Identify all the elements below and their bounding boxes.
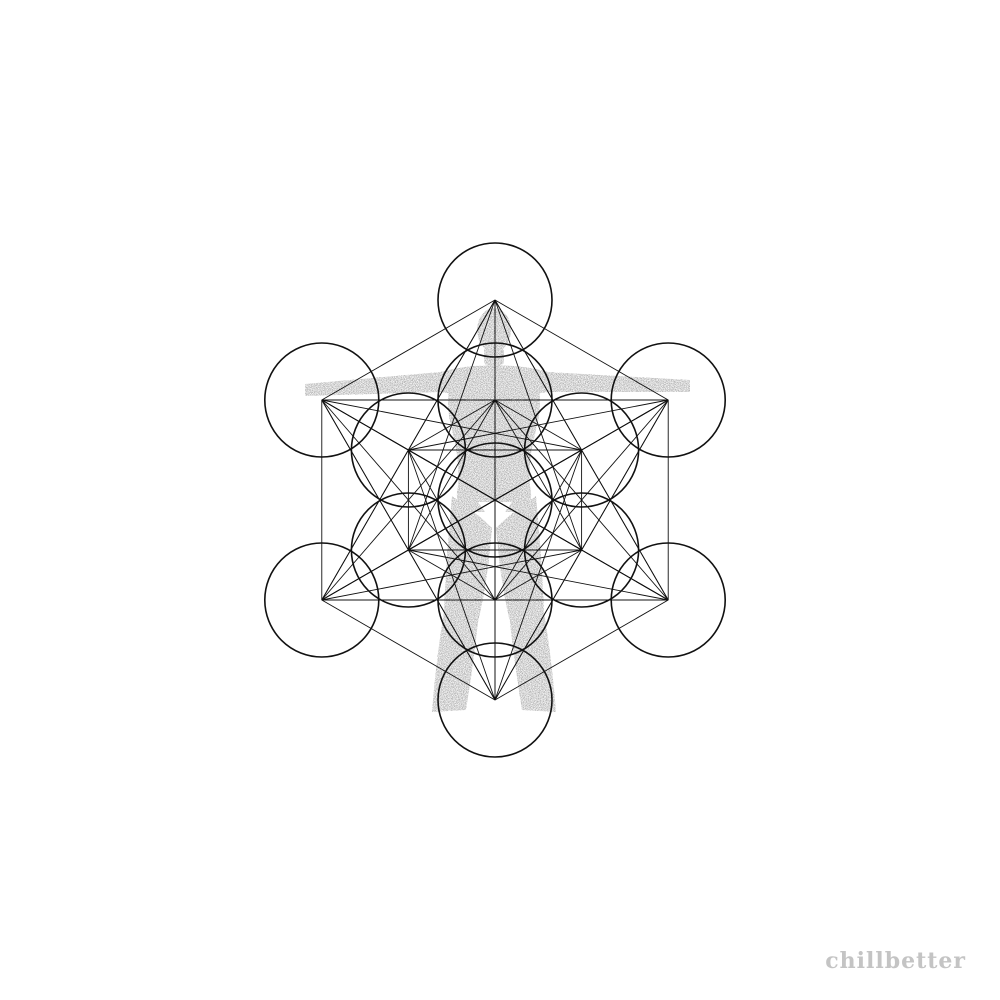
circle-outer-top [437, 242, 553, 358]
line-outer-top-to-outer-upper-right [494, 299, 669, 401]
connecting-lines [321, 299, 669, 701]
circle-outer-upper-right [610, 342, 727, 458]
circle-inner-lower-right [523, 492, 640, 608]
line-inner-lower-left-to-outer-top [407, 299, 496, 551]
circle-inner-upper-left [350, 392, 467, 508]
watermark-text: chillbetter [825, 948, 966, 974]
circle-inner-upper-right [523, 392, 640, 508]
line-inner-upper-left-to-outer-bottom [407, 449, 496, 701]
circle-inner-lower-left [350, 492, 467, 608]
line-inner-bottom-to-outer-upper-right [494, 399, 669, 601]
circle-center [437, 442, 553, 558]
line-outer-lower-right-to-outer-upper-left [321, 399, 669, 601]
line-outer-lower-right-to-outer-bottom [494, 599, 669, 701]
circle-outer-lower-right [610, 542, 727, 658]
sacred-geometry-circles [263, 242, 727, 758]
figure-right-leg [496, 496, 556, 712]
line-inner-lower-left-to-outer-lower-right [408, 549, 669, 601]
circle-outer-upper-left [263, 342, 380, 458]
line-outer-top-to-outer-upper-left [321, 299, 496, 401]
line-inner-upper-left-to-outer-upper-right [408, 399, 669, 451]
figure-neck [484, 346, 504, 366]
figure-head [477, 308, 511, 352]
figure-torso [448, 368, 540, 512]
circle-outer-bottom [437, 642, 553, 758]
circle-inner-bottom [437, 542, 553, 658]
circle-outer-lower-left [263, 542, 380, 658]
line-outer-bottom-to-outer-lower-left [321, 599, 496, 701]
circle-inner-top [437, 342, 553, 458]
